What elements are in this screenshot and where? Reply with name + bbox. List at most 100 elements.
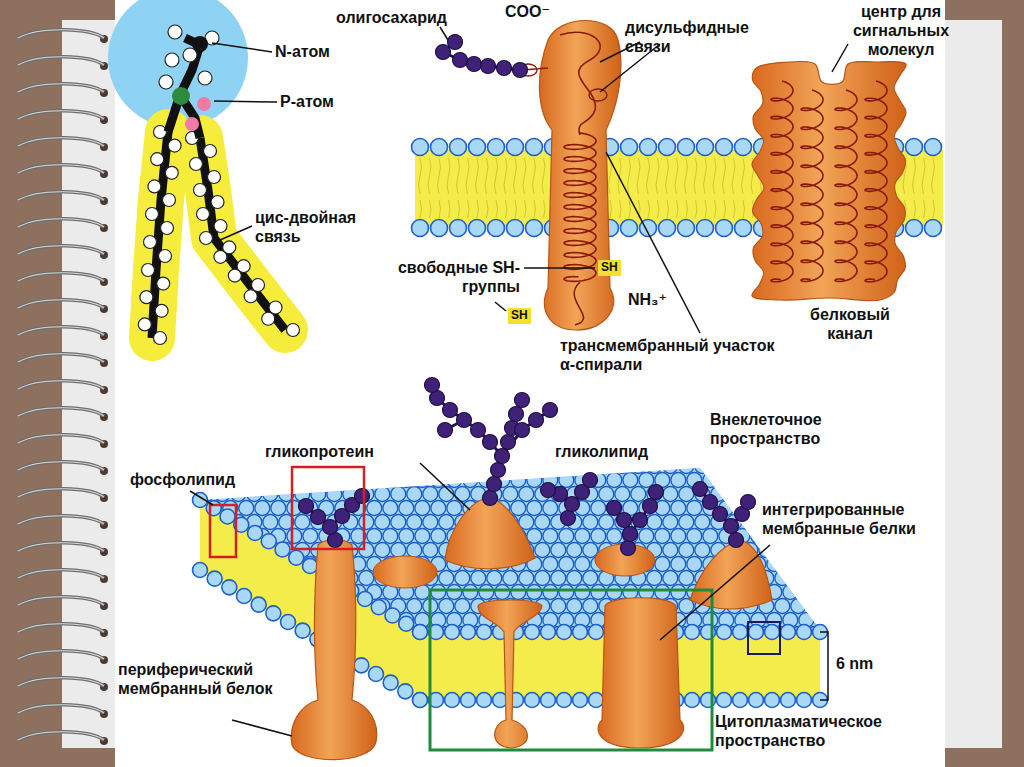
membrane-art [573,625,588,640]
label-text: центр для сигнальных молекул [845,2,957,60]
label-text: трансмембранный участок α-спирали [560,336,785,374]
membrane-art [735,220,752,237]
membrane-art [713,507,728,522]
membrane-art [371,600,386,615]
membrane-art [695,459,710,474]
membrane-art [146,208,159,221]
membrane-art [18,543,104,551]
membrane-art [413,625,428,640]
membrane-art [703,529,718,544]
membrane-art [413,625,428,640]
membrane-art [598,598,684,748]
membrane-art [168,139,181,152]
membrane-art [488,139,505,156]
membrane-art [18,138,104,146]
membrane-art [431,139,448,156]
membrane-art [165,53,179,67]
membrane-art [524,267,595,269]
membrane-art [18,543,104,551]
membrane-art [18,381,104,389]
membrane-art [18,138,104,146]
membrane-art [491,463,506,478]
membrane-art [663,459,678,474]
membrane-art [541,483,556,498]
membrane-art [906,220,923,237]
membrane-art [685,158,688,218]
membrane-art [18,705,104,713]
membrane-art [567,571,582,586]
membrane-art [228,269,241,282]
membrane-art [713,158,716,218]
membrane-art [807,543,822,558]
membrane-art [271,557,286,572]
membrane-art [457,413,472,428]
membrane-art [385,608,400,623]
membrane-art [671,473,686,488]
membrane-art [215,487,230,502]
membrane-art [607,501,622,516]
membrane-art [743,459,758,474]
membrane-art [476,158,479,218]
membrane-art [925,139,942,156]
membrane-art [865,81,887,282]
membrane-art [210,505,236,557]
label-text: фосфолипид [130,470,235,489]
membrane-art [18,30,108,745]
membrane-art [161,222,174,235]
membrane-art [271,585,286,600]
membrane-art [263,571,278,586]
membrane-art [115,0,945,767]
membrane-art [727,487,742,502]
membrane-art [142,264,155,277]
membrane-art [223,557,238,572]
membrane-art [439,515,454,530]
membrane-art [618,158,621,218]
membrane-art [543,557,558,572]
membrane-art [391,487,406,502]
membrane-art [208,171,221,184]
membrane-art [423,459,438,474]
membrane-art [18,678,104,686]
membrane-art [237,589,252,604]
membrane-art [373,556,437,588]
membrane-art [18,57,104,65]
membrane-art [239,557,254,572]
membrane-art [199,627,214,642]
membrane-art [269,301,282,314]
membrane-art [628,158,631,218]
membrane-art [815,585,830,600]
membrane-art [519,459,534,474]
membrane-art [299,499,314,514]
membrane-art [419,158,422,218]
membrane-art [214,101,277,102]
membrane-art [354,658,369,673]
membrane-art [375,487,390,502]
membrane-art [815,557,830,572]
membrane-art [775,571,790,586]
membrane-art [485,158,488,218]
membrane-art [399,529,414,544]
membrane-art [18,624,104,632]
membrane-art [440,27,448,40]
membrane-art [18,732,104,740]
membrane-art [231,543,246,558]
membrane-art [18,273,104,281]
membrane-art [679,459,694,474]
membrane-art [591,585,606,600]
membrane-art [591,529,606,544]
membrane-art [906,139,923,156]
membrane-art [198,71,212,85]
membrane-art [567,543,582,558]
membrane-art [559,529,574,544]
membrane-art [519,571,534,586]
membrane-art [199,543,214,558]
membrane-art [589,89,607,101]
membrane-art [783,585,798,600]
membrane-art [190,27,848,736]
membrane-art [255,501,270,516]
membrane-art [607,473,622,488]
membrane-art [543,403,558,418]
membrane-art [295,599,310,614]
membrane-art [469,220,486,237]
membrane-art [303,529,318,544]
